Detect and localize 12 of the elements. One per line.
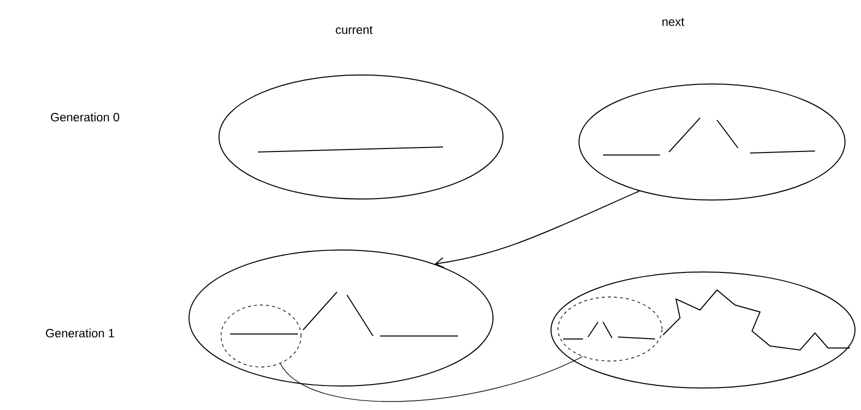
ellipse-outline	[218, 74, 504, 200]
ellipse-outline	[578, 84, 846, 200]
connector-line	[280, 356, 583, 402]
column-header: current	[336, 26, 373, 34]
ellipse-outline	[550, 272, 856, 388]
dashed-ellipse	[558, 296, 662, 362]
arrow	[434, 190, 640, 268]
ellipse-outline	[188, 250, 494, 386]
row-label: Generation 0	[50, 112, 120, 122]
row-label: Generation 1	[46, 328, 114, 338]
dashed-ellipse	[220, 304, 302, 368]
column-header: next	[662, 18, 684, 26]
